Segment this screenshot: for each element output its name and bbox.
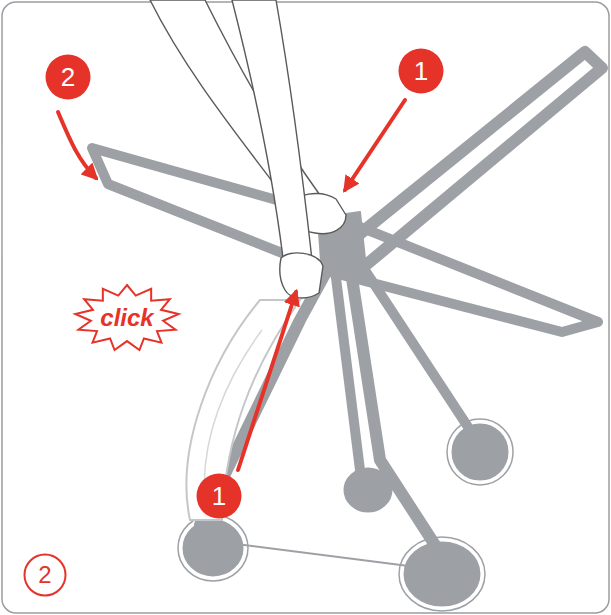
rear-wheel-rim [447,419,513,485]
burst-star [75,285,178,350]
sound-burst: click [73,283,181,353]
callout-disc [46,55,91,100]
front-wheel-rim [178,515,248,581]
callout-disc [197,474,242,519]
fold-arrow [58,112,96,178]
callout-disc [399,49,444,94]
press-arrow [345,100,405,190]
number-text: 2 [38,563,51,587]
pull-arrow [238,292,296,470]
front-wheel [181,518,245,578]
step-ring [25,555,66,596]
bumper-bar [92,148,598,332]
front-wheel-rim [399,537,485,611]
arm [232,0,312,260]
footrest-bar [205,540,440,570]
rear-wheel [450,422,510,482]
number-text: 1 [212,483,226,509]
step-number: 2 [23,553,67,597]
callout-number: 1 [196,473,242,519]
hand [280,253,323,298]
rear-leg [335,270,360,470]
sound-text: click [100,306,153,330]
front-wheel [402,540,482,608]
number-text: 1 [414,58,428,84]
action-arrows [58,100,405,470]
number-text: 2 [61,64,75,90]
hands [150,0,346,298]
callout-number: 2 [45,54,91,100]
callout-number: 1 [398,48,444,94]
push-handle [340,52,602,270]
